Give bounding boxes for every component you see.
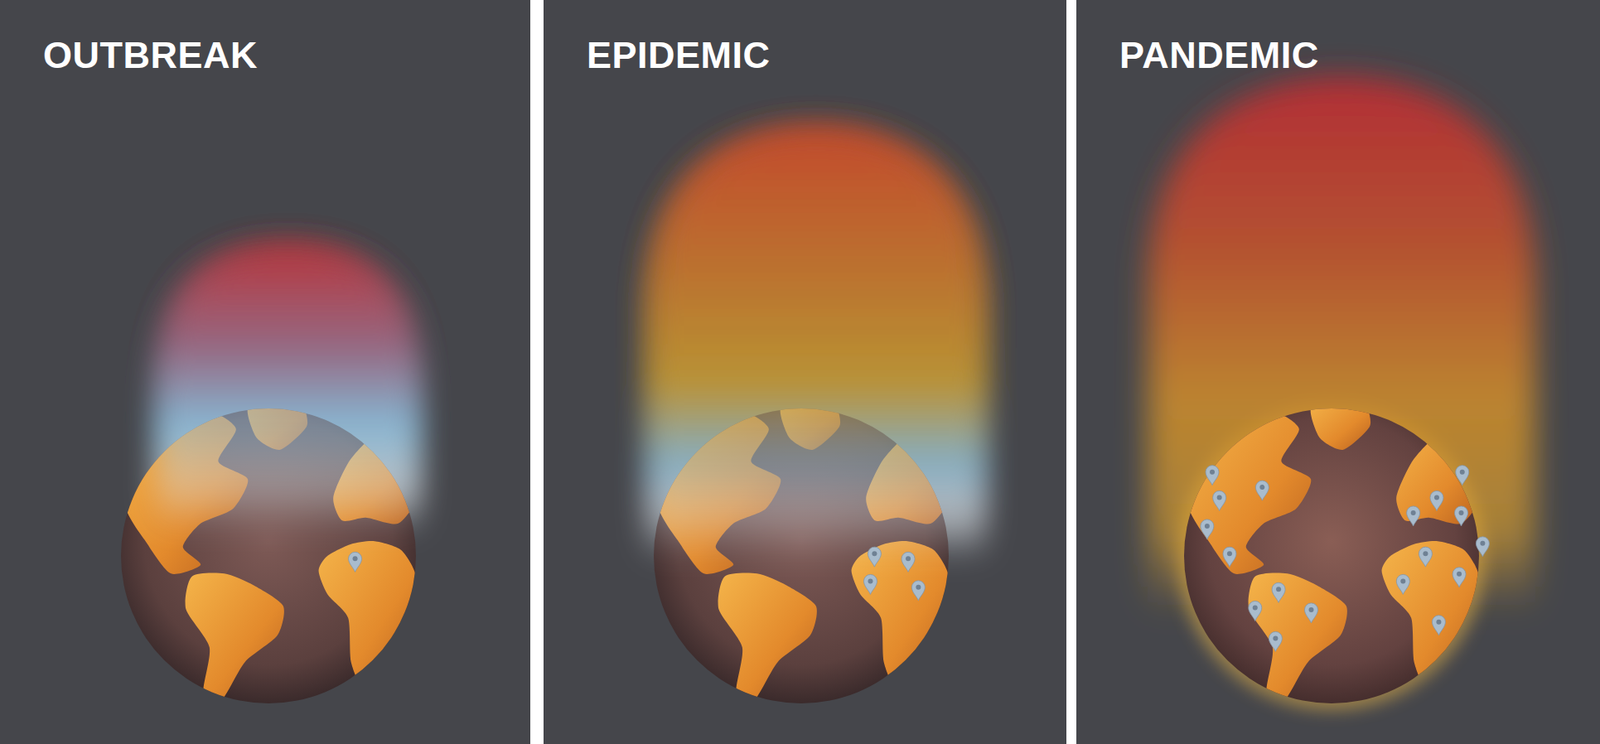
map-pin [1271,582,1286,603]
spread-plume [157,245,419,572]
continent [185,573,285,702]
map-pin [1213,490,1227,511]
panel-ground [1076,0,1600,744]
map-pin [1431,615,1446,636]
continent [1187,405,1312,575]
stage-heading: OUTBREAK [43,34,258,77]
map-pin [1406,506,1421,527]
map-pin [1304,603,1318,624]
map-pin [1475,536,1489,557]
map-pin [911,580,925,601]
spread-plume [647,127,985,597]
map-pin [1222,546,1237,567]
scene [120,245,420,704]
map-pin [1418,546,1432,567]
map-pin [1205,465,1219,486]
continent [1248,573,1348,702]
stage-panel: OUTBREAK [0,0,531,744]
scene [1147,76,1536,711]
stage-heading: PANDEMIC [1119,34,1320,77]
stage-panel: EPIDEMIC [543,0,1067,744]
globe [1184,399,1483,704]
map-pin [1452,567,1466,588]
map-pin [1268,631,1282,652]
scene [647,127,985,704]
map-pin [901,551,915,572]
map-pin [1454,506,1469,527]
stage-panel: PANDEMIC [1076,0,1600,744]
continent [1310,399,1371,450]
panel-ground [0,0,531,744]
map-pin [1455,465,1470,486]
map-pin [1430,490,1444,511]
map-pin [1200,519,1214,540]
spread-plume [647,127,985,597]
map-pin [1396,574,1410,595]
panel-ground [543,0,1067,744]
spread-plume [157,245,419,572]
map-pin [867,546,881,567]
stage-heading: EPIDEMIC [586,34,771,77]
continent [1382,541,1480,692]
map-pin [348,551,363,572]
map-pin [1255,480,1269,501]
map-pin [1248,600,1262,621]
map-pin [863,574,877,595]
